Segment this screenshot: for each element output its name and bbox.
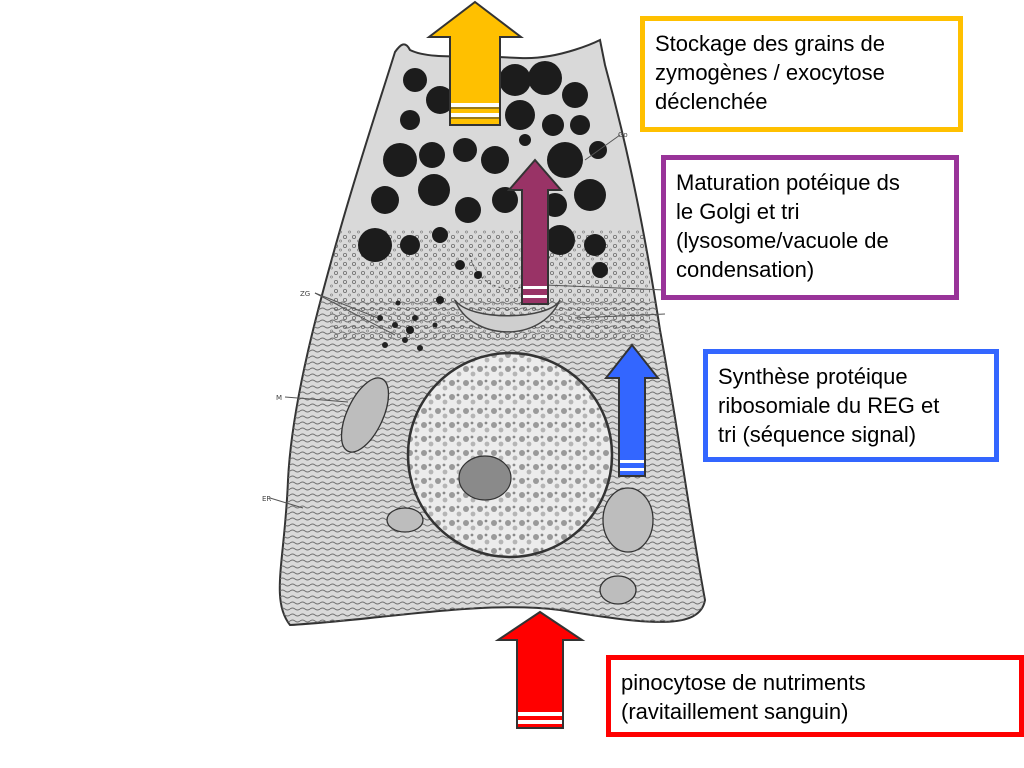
mitochondrion <box>599 575 637 605</box>
zymogen-granules <box>358 55 608 334</box>
mitochondrion <box>386 507 424 533</box>
red-up-arrow <box>494 610 586 729</box>
golgi-line-1: Maturation potéique ds <box>676 170 900 195</box>
golgi-label-box: Maturation potéique ds le Golgi et tri (… <box>661 155 959 300</box>
golgi-line-3: (lysosome/vacuole de <box>676 228 889 253</box>
golgi-line-4: condensation) <box>676 257 815 282</box>
pinocytosis-line-1: pinocytose de nutriments <box>621 670 866 695</box>
micro-label-er: ER <box>262 495 271 503</box>
storage-line-1: Stockage des grains de <box>655 31 885 56</box>
synthesis-line-1: Synthèse protéique <box>718 364 908 389</box>
blue-up-arrow <box>603 343 661 477</box>
storage-line-3: déclenchée <box>655 89 768 114</box>
pinocytosis-line-2: (ravitaillement sanguin) <box>621 699 849 724</box>
micro-label-zg: ZG <box>300 290 310 298</box>
nucleus <box>406 351 614 559</box>
nucleolus <box>458 455 512 501</box>
golgi-line-2: le Golgi et tri <box>676 199 800 224</box>
yellow-up-arrow <box>426 0 524 126</box>
storage-label-box: Stockage des grains de zymogènes / exocy… <box>640 16 963 132</box>
synthesis-line-3: tri (séquence signal) <box>718 422 917 447</box>
micro-label-go: Go <box>618 131 628 139</box>
storage-line-2: zymogènes / exocytose <box>655 60 885 85</box>
pinocytosis-label-box: pinocytose de nutriments (ravitaillement… <box>606 655 1024 737</box>
synthesis-label-box: Synthèse protéique ribosomiale du REG et… <box>703 349 999 462</box>
mitochondrion <box>602 487 654 553</box>
mitochondrion <box>340 377 390 453</box>
magenta-up-arrow <box>506 158 564 305</box>
micro-label-m: M <box>276 394 282 402</box>
synthesis-line-2: ribosomiale du REG et <box>718 393 940 418</box>
